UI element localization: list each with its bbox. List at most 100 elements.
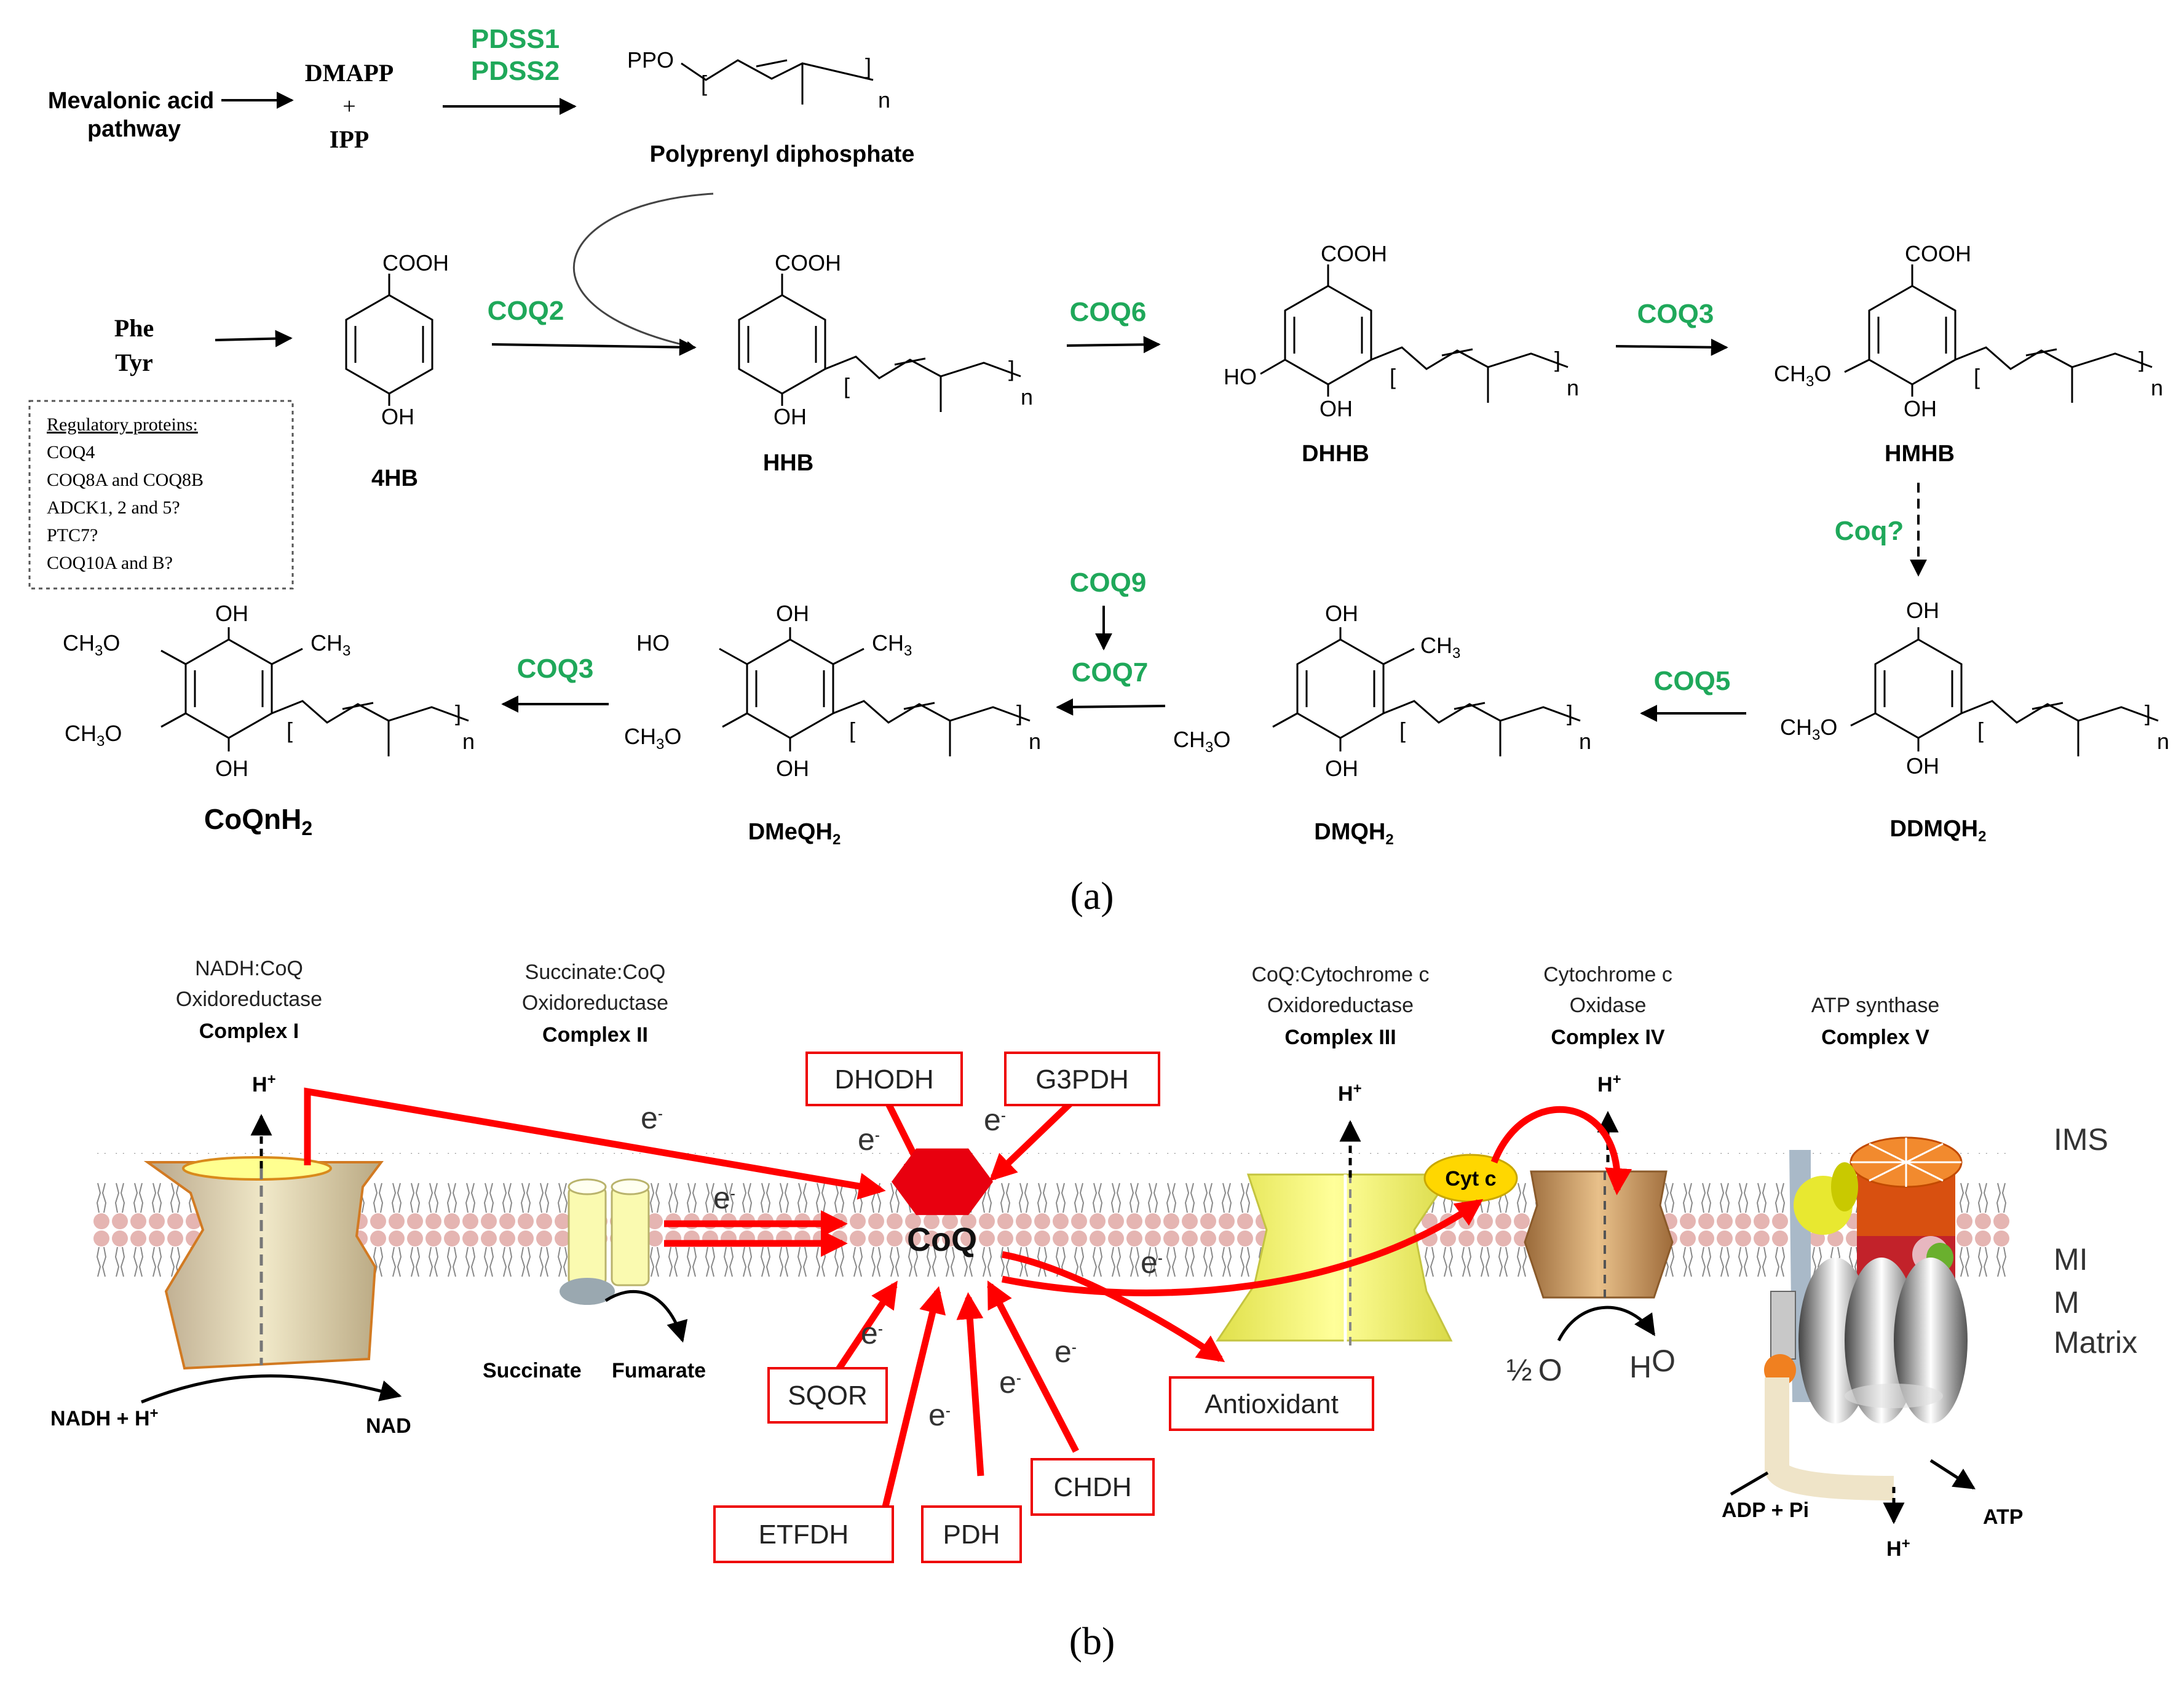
bracket-open: [: [844, 373, 850, 398]
coq-unknown-label: Coq?: [1835, 516, 1904, 546]
oh-group: OH: [1325, 601, 1358, 626]
etfdh-label: ETFDH: [759, 1520, 849, 1550]
coq-hexagon: [892, 1148, 993, 1215]
regulatory-item: COQ10A and B?: [47, 553, 173, 573]
chdh-box: [1031, 1458, 1155, 1516]
compound-dmqh2: DMQH2: [1314, 819, 1393, 848]
complex2-label-line1: Succinate:CoQ: [525, 961, 666, 984]
ch3o-group: CH3O: [1173, 727, 1230, 756]
arrow-cytc-complex4: [1490, 1106, 1632, 1195]
arrow-succinate: [604, 1290, 688, 1343]
bracket-close: ]: [865, 53, 871, 79]
polyprenyl-label: Polyprenyl diphosphate: [650, 141, 915, 167]
n-subscript: n: [1029, 729, 1041, 754]
oh-group: OH: [1904, 396, 1937, 421]
h-plus-complex3: H+: [1338, 1080, 1362, 1106]
arrow-etfdh: [882, 1286, 946, 1508]
ho-group: HO: [636, 630, 670, 656]
n-subscript: n: [2157, 729, 2169, 754]
electron-label: e-: [861, 1316, 883, 1350]
arrow-sqor: [830, 1280, 898, 1380]
oh-group: OH: [776, 756, 809, 781]
complex2-label-line2: Oxidoreductase: [522, 991, 668, 1015]
compound-4hb: 4HB: [371, 466, 418, 491]
arrow-antioxidant: [1002, 1251, 1225, 1363]
ch3o-group: CH3O: [63, 630, 120, 659]
oh-group: OH: [1906, 598, 1939, 623]
regulatory-box: [28, 400, 294, 590]
oh-group: OH: [215, 756, 248, 781]
cooh-group: COOH: [382, 250, 449, 275]
complex1-label-line2: Oxidoreductase: [176, 988, 322, 1011]
panel-b: NADH:CoQ Oxidoreductase Complex I Succin…: [50, 957, 2137, 1663]
ch3-group: CH3: [311, 630, 350, 659]
adp-line: [1730, 1471, 1769, 1496]
electron-label: e-: [858, 1122, 880, 1157]
antioxidant-label: Antioxidant: [1205, 1389, 1339, 1419]
h-plus-complex5: H+: [1886, 1535, 1910, 1561]
molecule-ddmqh2: OH OH CH3O [ ] n DDMQH2: [1780, 598, 2169, 845]
arrow-g3pdh: [989, 1101, 1072, 1182]
cytc-label: Cyt c: [1445, 1167, 1496, 1191]
arrow-phe-tyr: [215, 330, 293, 347]
molecule-dmeqh2: OH OH HO CH3O CH3 [ ] n DMeQH2: [624, 601, 1041, 848]
electron-arrows: [304, 1087, 1632, 1508]
n-subscript: n: [1567, 375, 1579, 400]
molecule-dhhb: COOH OH HO [ ] n DHHB: [1224, 241, 1579, 467]
molecule-hmhb: COOH OH CH3O [ ] n HMHB: [1774, 241, 2163, 467]
oh-group: OH: [776, 601, 809, 626]
g3pdh-label: G3PDH: [1035, 1064, 1129, 1095]
prenyl-chain: [681, 59, 874, 81]
fumarate-label: Fumarate: [612, 1359, 706, 1382]
mevalonic-label: Mevalonic acid: [48, 88, 214, 114]
dmapp-label: DMAPP: [305, 59, 394, 87]
adp-label: ADP + Pi: [1722, 1499, 1809, 1522]
panel-b-label: (b): [1069, 1619, 1115, 1663]
bracket-open: [: [1977, 718, 1984, 743]
arrow-coq2: [491, 338, 697, 356]
arrow-coq3-top: [1615, 338, 1728, 356]
bracket-close: ]: [2145, 700, 2151, 726]
ipp-label: IPP: [330, 125, 369, 153]
complex3-label-line1: CoQ:Cytochrome c: [1251, 963, 1429, 986]
ch3-group: CH3: [1420, 633, 1460, 662]
pdss1-label: PDSS1: [471, 24, 560, 54]
bracket-close: ]: [2138, 347, 2145, 372]
coq9-label: COQ9: [1070, 568, 1147, 598]
complex1-name: Complex I: [199, 1020, 299, 1043]
oh-group: OH: [215, 601, 248, 626]
complex4: [1524, 1111, 1674, 1299]
n-subscript: n: [462, 729, 475, 754]
complex1: [143, 1114, 384, 1370]
dhodh-label: DHODH: [834, 1064, 933, 1095]
pdh-box: [921, 1505, 1022, 1563]
bracket-close: ]: [1554, 347, 1561, 372]
antioxidant-box: [1169, 1376, 1374, 1431]
bracket-open: [: [1390, 364, 1396, 389]
bracket-open: [: [287, 718, 293, 743]
arrow-oxygen: [1557, 1306, 1656, 1342]
n-subscript: n: [2151, 375, 2163, 400]
electron-label: e-: [999, 1365, 1021, 1400]
ch3-group: CH3: [872, 630, 912, 659]
ch3o-group: CH3O: [1774, 361, 1831, 390]
prenyl-double-bond: [756, 59, 788, 68]
h-plus-complex1: H+: [252, 1071, 276, 1096]
complex3-name: Complex III: [1284, 1026, 1396, 1049]
arrow-coq-cytc: [1001, 1199, 1484, 1296]
bracket-close: ]: [455, 700, 461, 726]
complex4-label-line1: Cytochrome c: [1543, 963, 1672, 986]
bracket-close: ]: [1008, 356, 1015, 381]
nad-label: NAD: [366, 1414, 411, 1438]
bracket-close: ]: [1567, 700, 1573, 726]
regulatory-item: COQ8A and COQ8B: [47, 470, 204, 490]
bracket-close: ]: [1016, 700, 1023, 726]
oh-group: OH: [774, 404, 807, 429]
regulatory-item: PTC7?: [47, 525, 98, 545]
regulatory-item: COQ4: [47, 442, 95, 462]
oh-group: OH: [1320, 396, 1353, 421]
etfdh-box: [713, 1505, 894, 1563]
complex5-name: Complex V: [1821, 1026, 1929, 1049]
complex5: [1764, 1136, 1968, 1500]
